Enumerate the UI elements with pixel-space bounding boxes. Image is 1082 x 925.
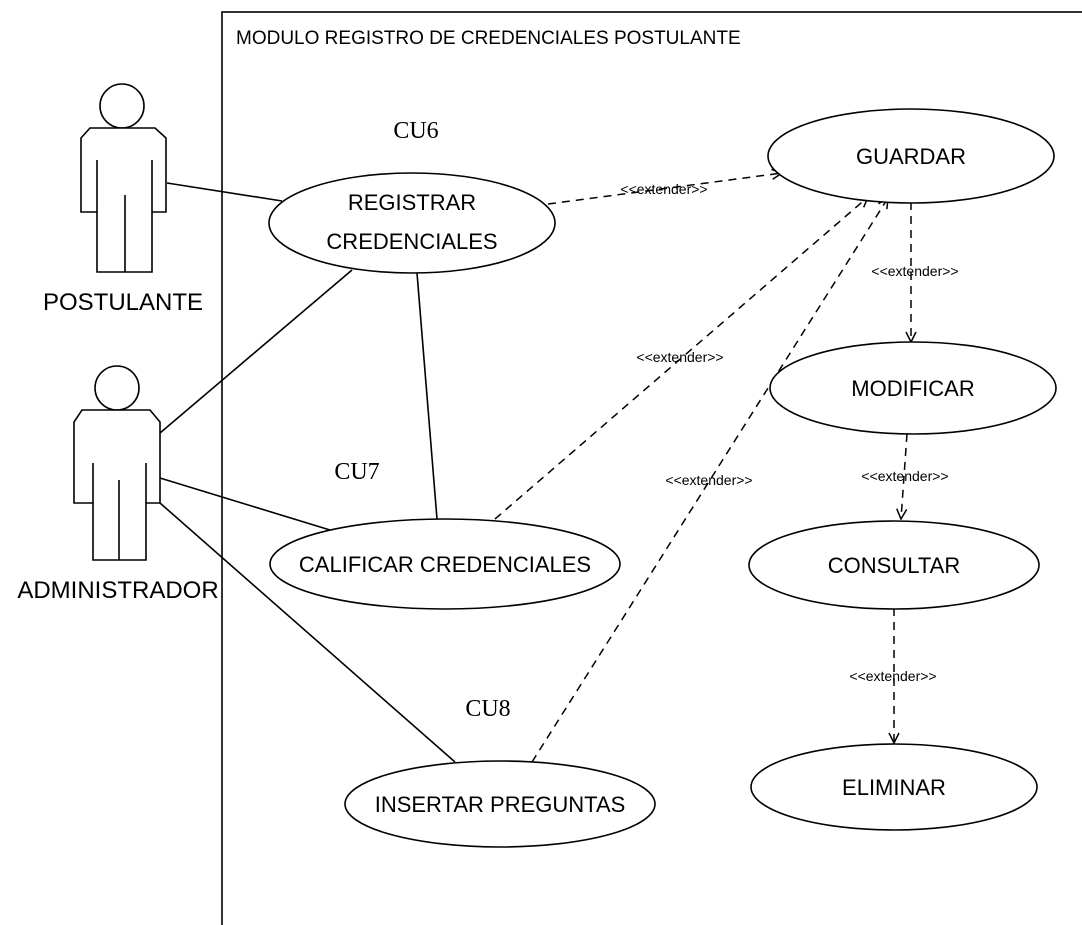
actor-administrador-body xyxy=(73,409,161,561)
assoc-admin-calificar xyxy=(159,477,331,531)
code-cu8: CU8 xyxy=(465,696,510,722)
usecase-registrar-line2: CREDENCIALES xyxy=(326,229,497,254)
usecase-consultar-label: CONSULTAR xyxy=(828,553,960,578)
extend-label-modificar-consultar: <<extender>> xyxy=(861,468,948,484)
usecase-registrar-line1: REGISTRAR xyxy=(348,190,476,215)
actor-postulante xyxy=(80,83,167,273)
extend-label-consultar-eliminar: <<extender>> xyxy=(849,668,936,684)
extend-registrar-guardar xyxy=(547,173,782,205)
system-title: MODULO REGISTRO DE CREDENCIALES POSTULAN… xyxy=(236,28,741,49)
extend-label-calificar-guardar: <<extender>> xyxy=(636,349,723,365)
extend-calificar-guardar xyxy=(494,197,868,520)
usecase-modificar-label: MODIFICAR xyxy=(851,376,974,401)
usecase-calificar-label: CALIFICAR CREDENCIALES xyxy=(299,552,591,577)
assoc-registrar-calificar xyxy=(416,272,438,520)
assoc-admin-insertar xyxy=(159,502,456,763)
assoc-postulante-registrar xyxy=(166,182,283,202)
assoc-admin-registrar xyxy=(159,269,353,434)
usecase-calificar-credenciales xyxy=(269,518,621,610)
code-cu6: CU6 xyxy=(393,118,438,144)
code-cu7: CU7 xyxy=(334,459,379,485)
actor-administrador-head xyxy=(94,365,140,411)
usecase-insertar-preguntas xyxy=(344,760,656,848)
usecase-modificar xyxy=(769,341,1057,435)
extend-label-insertar-guardar: <<extender>> xyxy=(665,472,752,488)
usecase-insertar-label: INSERTAR PREGUNTAS xyxy=(375,792,626,817)
usecase-eliminar-label: ELIMINAR xyxy=(842,775,946,800)
actor-postulante-label: POSTULANTE xyxy=(43,289,203,316)
usecase-consultar xyxy=(748,520,1040,610)
usecase-guardar xyxy=(767,108,1055,204)
usecase-eliminar xyxy=(750,743,1038,831)
extend-modificar-consultar xyxy=(901,433,908,519)
extend-label-guardar-modificar: <<extender>> xyxy=(871,263,958,279)
extend-label-registrar-guardar: <<extender>> xyxy=(620,181,707,197)
actor-administrador xyxy=(73,365,161,561)
actor-administrador-label: ADMINISTRADOR xyxy=(17,577,218,604)
usecase-registrar-credenciales xyxy=(268,172,556,274)
actor-postulante-head xyxy=(99,83,145,129)
usecase-guardar-label: GUARDAR xyxy=(856,144,966,169)
actor-postulante-body xyxy=(80,127,167,273)
